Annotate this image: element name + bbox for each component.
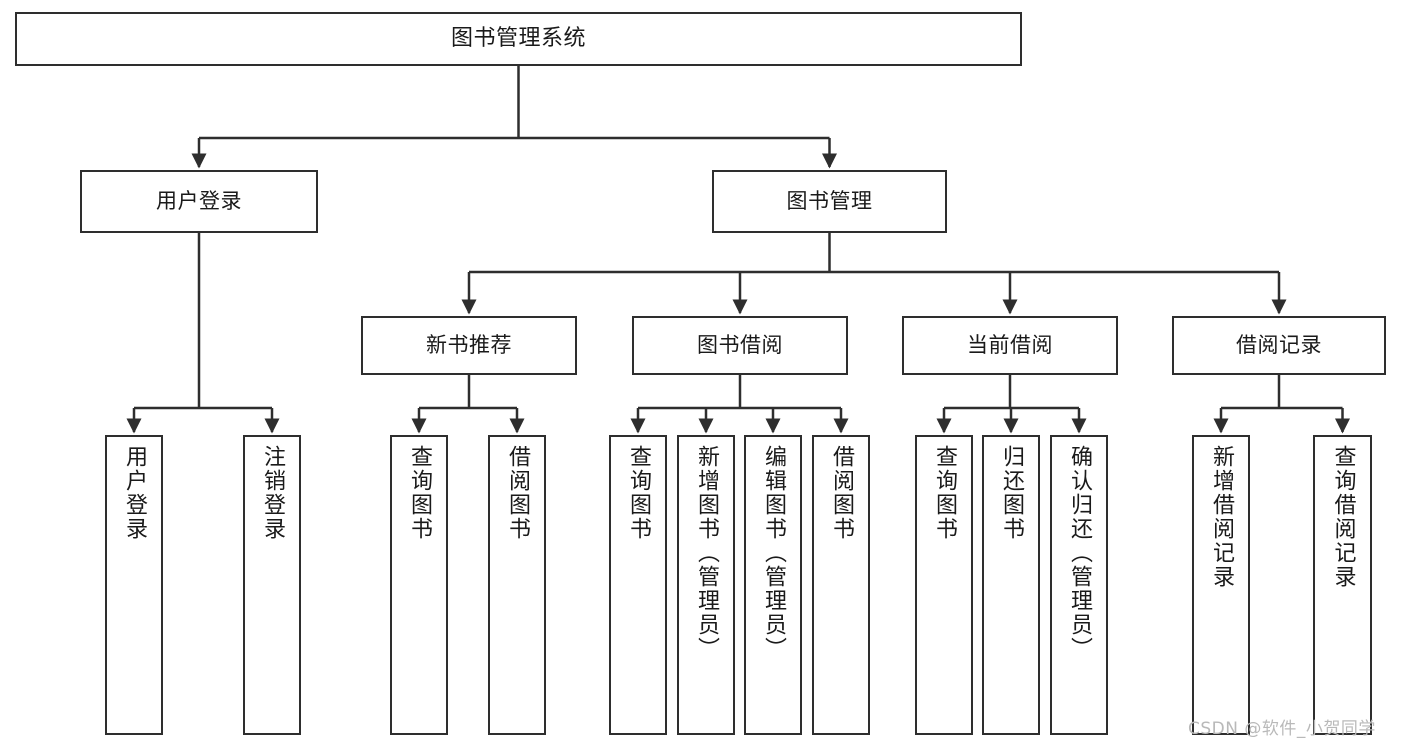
node-l2-图书借阅[interactable]: 图书借阅: [632, 316, 848, 375]
node-label: 编辑图书（管理员）: [761, 445, 786, 661]
node-l1-用户登录[interactable]: 用户登录: [80, 170, 318, 233]
node-leaf-2-查询图书[interactable]: 查询图书: [390, 435, 448, 735]
node-label: 查询图书: [407, 445, 432, 541]
node-label: 新书推荐: [426, 333, 512, 358]
node-label: 借阅图书: [505, 445, 530, 541]
node-label: 查询借阅记录: [1330, 445, 1356, 589]
node-label: 新增借阅记录: [1209, 445, 1234, 589]
node-label: 用户登录: [122, 445, 147, 541]
node-leaf-6-编辑图书（管理员）[interactable]: 编辑图书（管理员）: [744, 435, 802, 735]
node-l2-当前借阅[interactable]: 当前借阅: [902, 316, 1118, 375]
node-label: 图书管理系统: [450, 26, 586, 52]
node-leaf-0-用户登录[interactable]: 用户登录: [105, 435, 163, 735]
node-label: 借阅图书: [829, 445, 854, 541]
node-leaf-10-确认归还（管理员）[interactable]: 确认归还（管理员）: [1050, 435, 1108, 735]
node-leaf-4-查询图书[interactable]: 查询图书: [609, 435, 667, 735]
node-label: 查询图书: [626, 445, 651, 541]
node-l2-借阅记录[interactable]: 借阅记录: [1172, 316, 1386, 375]
node-label: 借阅记录: [1236, 333, 1322, 358]
node-label: 图书借阅: [697, 333, 783, 358]
node-label: 新增图书（管理员）: [694, 445, 719, 661]
node-leaf-7-借阅图书[interactable]: 借阅图书: [812, 435, 870, 735]
node-leaf-11-新增借阅记录[interactable]: 新增借阅记录: [1192, 435, 1250, 735]
node-label: 归还图书: [999, 445, 1024, 541]
node-leaf-9-归还图书[interactable]: 归还图书: [982, 435, 1040, 735]
node-l1-图书管理[interactable]: 图书管理: [712, 170, 947, 233]
node-leaf-1-注销登录[interactable]: 注销登录: [243, 435, 301, 735]
node-label: 确认归还（管理员）: [1067, 445, 1092, 661]
node-label: 用户登录: [156, 189, 242, 214]
node-leaf-3-借阅图书[interactable]: 借阅图书: [488, 435, 546, 735]
node-leaf-8-查询图书[interactable]: 查询图书: [915, 435, 973, 735]
node-label: 注销登录: [260, 445, 285, 541]
node-label: 图书管理: [786, 189, 873, 214]
node-leaf-12-查询借阅记录[interactable]: 查询借阅记录: [1313, 435, 1372, 735]
node-label: 当前借阅: [967, 333, 1053, 358]
node-label: 查询图书: [932, 445, 957, 541]
node-root-图书管理系统[interactable]: 图书管理系统: [15, 12, 1022, 66]
node-leaf-5-新增图书（管理员）[interactable]: 新增图书（管理员）: [677, 435, 735, 735]
node-l2-新书推荐[interactable]: 新书推荐: [361, 316, 577, 375]
